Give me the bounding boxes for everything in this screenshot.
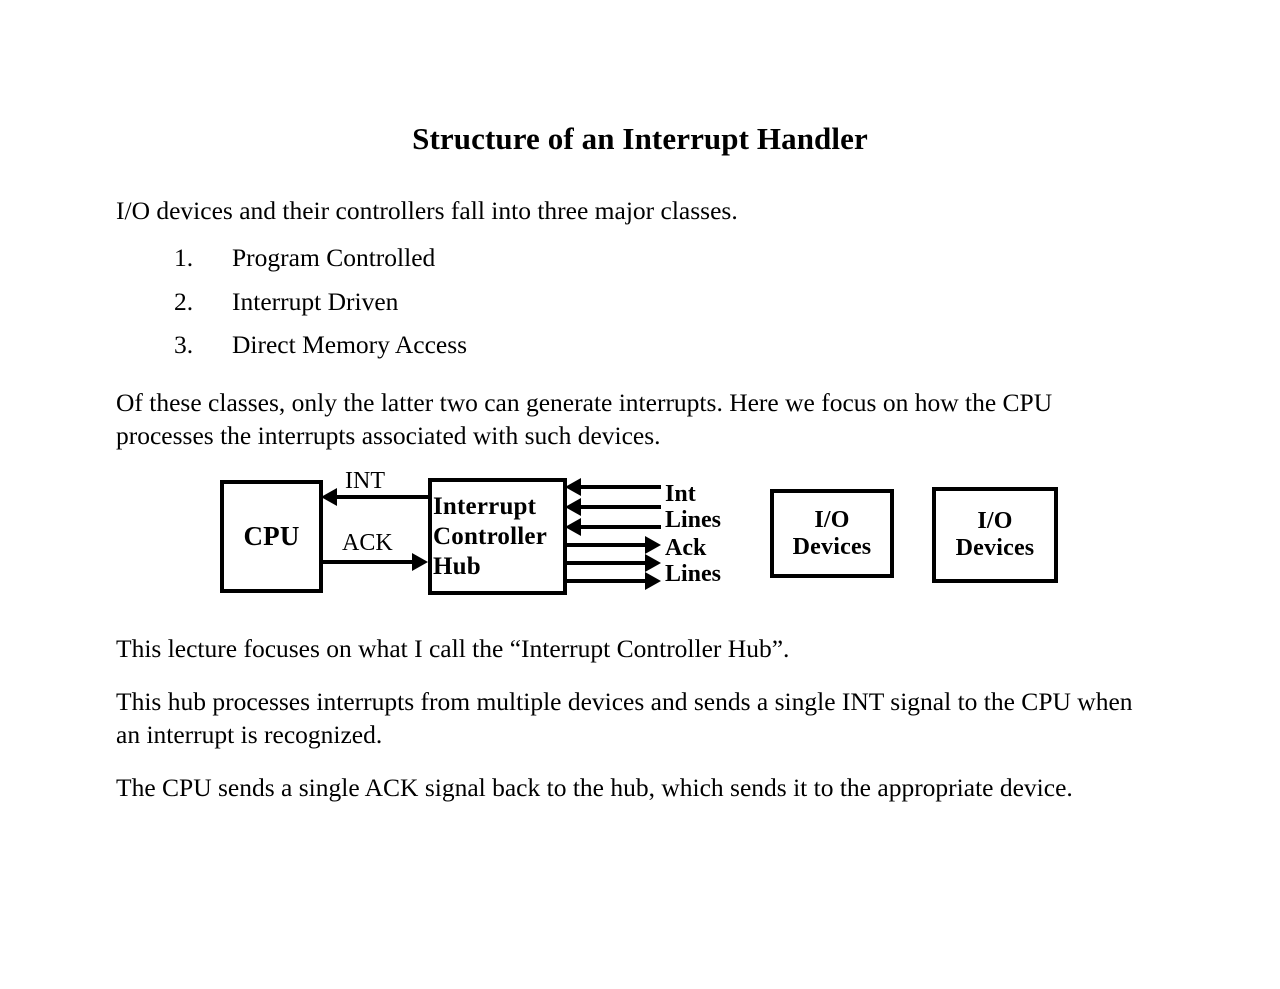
int-arrow-head: [321, 488, 337, 506]
int-lines-label: Int Lines: [665, 481, 721, 533]
int-line-1: [581, 485, 661, 489]
list-item-label: Program Controlled: [232, 243, 436, 272]
list-item-marker: 1.: [174, 243, 194, 272]
device-class-list: 1. Program Controlled 2. Interrupt Drive…: [116, 236, 816, 367]
ack-signal-label: ACK: [342, 530, 393, 556]
ack-lines-label-line-1: Ack: [665, 535, 707, 561]
cpu-box[interactable]: CPU: [220, 480, 323, 593]
io-box-2-line-2: Devices: [955, 535, 1035, 561]
list-item-marker: 2.: [174, 286, 194, 316]
ack-line-3: [567, 579, 647, 583]
ack-line-1: [567, 543, 647, 547]
paragraph-intro: I/O devices and their controllers fall i…: [116, 196, 738, 225]
io-box-1-line-1: I/O: [814, 506, 850, 533]
list-item: 2. Interrupt Driven: [116, 280, 816, 324]
int-line-2: [581, 505, 661, 509]
int-line-2-arrow-head: [565, 498, 581, 516]
ack-line-3-arrow-head: [645, 572, 661, 590]
ack-lines-label: Ack Lines: [665, 535, 721, 587]
paragraph-ack: The CPU sends a single ACK signal back t…: [116, 773, 1073, 802]
paragraph-classes: Of these classes, only the latter two ca…: [116, 388, 1053, 450]
int-line-3-arrow-head: [565, 518, 581, 536]
hub-box-line-1: Interrupt: [433, 492, 537, 520]
paragraph-lecture: This lecture focuses on what I call the …: [116, 634, 790, 663]
ack-signal-line: [322, 560, 414, 564]
list-item: 3. Direct Memory Access: [116, 323, 816, 367]
list-item-marker: 3.: [174, 330, 194, 359]
io-box-1-line-2: Devices: [792, 533, 872, 560]
int-lines-label-line-1: Int: [665, 481, 696, 507]
ack-arrow-head: [412, 553, 428, 571]
list-item: 1. Program Controlled: [116, 236, 816, 280]
int-lines-label-line-2: Lines: [665, 507, 722, 533]
ack-lines-label-line-2: Lines: [665, 561, 722, 587]
list-item-label: Direct Memory Access: [232, 330, 468, 359]
int-line-3: [581, 525, 661, 529]
ack-line-2: [567, 561, 647, 565]
hub-box-line-2: Controller: [433, 522, 548, 550]
ack-line-2-arrow-head: [645, 554, 661, 572]
hub-box-line-3: Hub: [433, 552, 481, 580]
list-item-label: Interrupt Driven: [232, 286, 399, 316]
io-box-2-line-1: I/O: [977, 508, 1013, 534]
int-signal-line: [335, 495, 428, 499]
ack-line-1-arrow-head: [645, 536, 661, 554]
int-signal-label: INT: [345, 468, 385, 494]
int-line-1-arrow-head: [565, 478, 581, 496]
page-title: Structure of an Interrupt Handler: [412, 121, 868, 156]
paragraph-hub: This hub processes interrupts from multi…: [116, 687, 1133, 749]
